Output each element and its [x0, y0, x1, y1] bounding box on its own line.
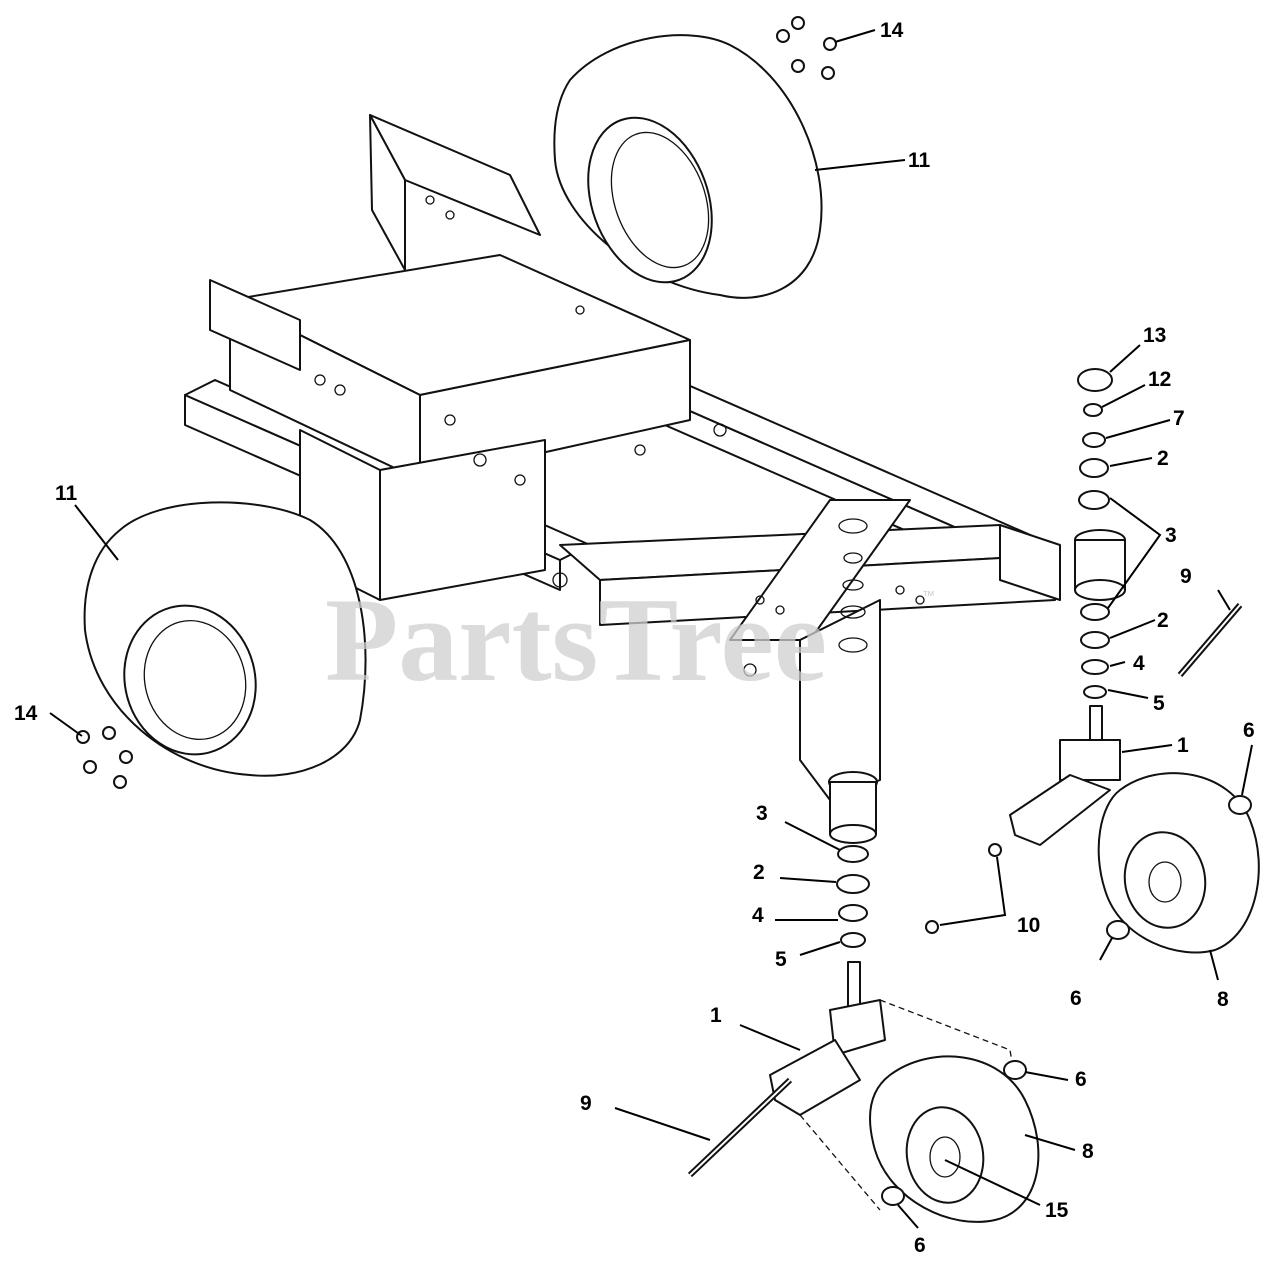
callout-2-right-bottom: 2 [1157, 609, 1169, 632]
callout-14-left: 14 [14, 702, 38, 725]
callout-13: 13 [1143, 324, 1166, 347]
right-wheel-spacers [1106, 795, 1252, 940]
mower-frame [184, 114, 1126, 844]
rear-tire-left [83, 501, 367, 777]
lug-nuts-top [776, 16, 837, 80]
callout-8-left: 8 [1082, 1140, 1094, 1163]
callout-15: 15 [1045, 1199, 1069, 1222]
leader-lines [49, 29, 1253, 1229]
right-caster-stack [1077, 368, 1113, 742]
callout-1-left: 1 [710, 1004, 722, 1027]
callout-14-top: 14 [880, 19, 904, 42]
callout-11-left: 11 [55, 482, 78, 505]
callout-2-right-top: 2 [1157, 447, 1169, 470]
right-caster-bolt [1177, 603, 1243, 677]
callout-12: 12 [1148, 368, 1171, 391]
callout-3-right: 3 [1165, 524, 1177, 547]
watermark-text: PartsTree [325, 573, 827, 706]
callout-8-right: 8 [1217, 988, 1229, 1011]
callout-11-top: 11 [908, 149, 931, 172]
callout-6-left-bottom: 6 [914, 1234, 926, 1257]
rear-tire-top [553, 34, 823, 299]
callout-9-right: 9 [1180, 565, 1192, 588]
callout-10: 10 [1017, 914, 1040, 937]
left-wheel-spacers [881, 1060, 1027, 1206]
right-front-wheel [1097, 772, 1260, 954]
callout-5-right: 5 [1153, 692, 1165, 715]
callout-2-left: 2 [753, 861, 765, 884]
callout-6-left-top: 6 [1075, 1068, 1087, 1091]
callout-4-left: 4 [752, 904, 764, 927]
watermark-trademark: ™ [922, 588, 935, 603]
callout-labels: 14 11 11 14 13 12 7 2 3 9 2 4 5 1 6 6 8 … [14, 19, 1255, 1257]
left-front-wheel [869, 1055, 1040, 1223]
left-caster-bolt [687, 1077, 793, 1178]
left-caster-fork [769, 999, 1016, 1211]
left-caster-stack [836, 845, 870, 1013]
callout-3-left: 3 [756, 802, 768, 825]
callout-1-right: 1 [1177, 734, 1189, 757]
watermark: PartsTree ™ [325, 573, 935, 706]
callout-5-left: 5 [775, 948, 787, 971]
callout-9-left: 9 [580, 1092, 592, 1115]
callout-6-right-top: 6 [1243, 719, 1255, 742]
grease-fittings [925, 843, 1002, 934]
callout-4-right: 4 [1133, 652, 1145, 675]
callout-6-right-bottom: 6 [1070, 987, 1082, 1010]
callout-7: 7 [1173, 407, 1185, 430]
lug-nuts-left [76, 726, 133, 789]
right-caster-fork [1009, 739, 1121, 846]
